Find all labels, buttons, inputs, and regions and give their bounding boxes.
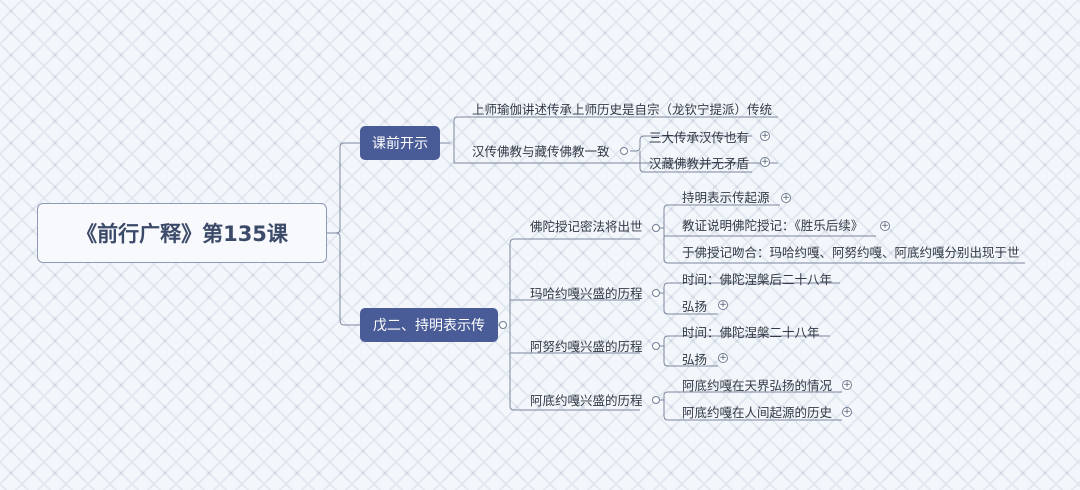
subtopic-label: 汉传佛教与藏传佛教一致 bbox=[472, 144, 610, 159]
root-topic[interactable]: 《前行广释》第135课 bbox=[37, 203, 327, 263]
expand-plus-icon[interactable]: + bbox=[718, 300, 728, 310]
expand-plus-icon[interactable]: + bbox=[760, 131, 770, 141]
branch-topic-pre-lecture[interactable]: 课前开示 bbox=[360, 126, 440, 160]
branch-topic-vidyadhara-transmission[interactable]: 戊二、持明表示传 bbox=[360, 308, 498, 342]
leaf-chakrasamvara-citation[interactable]: 教证说明佛陀授记：《胜乐后续》 bbox=[682, 219, 863, 233]
collapse-toggle-icon[interactable] bbox=[652, 342, 660, 350]
expand-plus-icon[interactable]: + bbox=[781, 193, 791, 203]
subtopic-buddha-prophecy[interactable]: 佛陀授记密法将出世 bbox=[530, 220, 643, 234]
leaf-label: 时间：佛陀涅槃后二十八年 bbox=[682, 272, 833, 287]
leaf-label: 持明表示传起源 bbox=[682, 190, 770, 205]
collapse-toggle-icon[interactable] bbox=[499, 321, 507, 329]
leaf-mahayoga-time[interactable]: 时间：佛陀涅槃后二十八年 bbox=[682, 273, 832, 287]
subtopic-atiyoga-history[interactable]: 阿底约嘎兴盛的历程 bbox=[530, 394, 643, 408]
leaf-no-contradiction[interactable]: 汉藏佛教并无矛盾 bbox=[649, 157, 749, 171]
expand-plus-icon[interactable]: + bbox=[842, 407, 852, 417]
subtopic-anuyoga-history[interactable]: 阿努约嘎兴盛的历程 bbox=[530, 340, 643, 354]
leaf-three-lineages[interactable]: 三大传承汉传也有 bbox=[649, 131, 749, 145]
expand-plus-icon[interactable]: + bbox=[718, 353, 728, 363]
collapse-toggle-icon[interactable] bbox=[620, 147, 628, 155]
subtopic-label: 玛哈约嘎兴盛的历程 bbox=[530, 286, 643, 301]
leaf-atiyoga-human-origin[interactable]: 阿底约嘎在人间起源的历史 bbox=[682, 406, 832, 420]
leaf-label: 于佛授记吻合：玛哈约嘎、阿努约嘎、阿底约嘎分别出现于世 bbox=[682, 245, 1020, 260]
leaf-label: 教证说明佛陀授记：《胜乐后续》 bbox=[682, 218, 864, 233]
subtopic-label: 上师瑜伽讲述传承上师历史是自宗（龙钦宁提派）传统 bbox=[472, 102, 773, 117]
leaf-label: 弘扬 bbox=[682, 352, 708, 367]
root-topic-label: 《前行广释》第135课 bbox=[76, 222, 288, 246]
branch-topic-label: 戊二、持明表示传 bbox=[373, 318, 485, 334]
expand-plus-icon[interactable]: + bbox=[760, 157, 770, 167]
expand-plus-icon[interactable]: + bbox=[842, 380, 852, 390]
subtopic-label: 佛陀授记密法将出世 bbox=[530, 219, 643, 234]
subtopic-label: 阿底约嘎兴盛的历程 bbox=[530, 393, 643, 408]
leaf-mahayoga-propagation[interactable]: 弘扬 bbox=[682, 300, 707, 314]
collapse-toggle-icon[interactable] bbox=[652, 396, 660, 404]
leaf-label: 阿底约嘎在人间起源的历史 bbox=[682, 405, 833, 420]
subtopic-han-tibetan-consistent[interactable]: 汉传佛教与藏传佛教一致 bbox=[472, 145, 610, 159]
leaf-label: 三大传承汉传也有 bbox=[649, 130, 750, 145]
expand-plus-icon[interactable]: + bbox=[880, 221, 890, 231]
subtopic-lineage-tradition[interactable]: 上师瑜伽讲述传承上师历史是自宗（龙钦宁提派）传统 bbox=[472, 103, 772, 117]
leaf-transmission-origin[interactable]: 持明表示传起源 bbox=[682, 191, 770, 205]
collapse-toggle-icon[interactable] bbox=[652, 224, 660, 232]
leaf-anuyoga-time[interactable]: 时间：佛陀涅槃二十八年 bbox=[682, 326, 820, 340]
leaf-atiyoga-heaven[interactable]: 阿底约嘎在天界弘扬的情况 bbox=[682, 379, 832, 393]
collapse-toggle-icon[interactable] bbox=[652, 289, 660, 297]
leaf-label: 阿底约嘎在天界弘扬的情况 bbox=[682, 378, 833, 393]
branch-topic-label: 课前开示 bbox=[372, 136, 428, 152]
subtopic-mahayoga-history[interactable]: 玛哈约嘎兴盛的历程 bbox=[530, 287, 643, 301]
leaf-label: 时间：佛陀涅槃二十八年 bbox=[682, 325, 820, 340]
leaf-label: 汉藏佛教并无矛盾 bbox=[649, 156, 750, 171]
leaf-label: 弘扬 bbox=[682, 299, 708, 314]
subtopic-label: 阿努约嘎兴盛的历程 bbox=[530, 339, 643, 354]
leaf-anuyoga-propagation[interactable]: 弘扬 bbox=[682, 353, 707, 367]
leaf-three-yogas-appear[interactable]: 于佛授记吻合：玛哈约嘎、阿努约嘎、阿底约嘎分别出现于世 bbox=[682, 246, 1020, 260]
